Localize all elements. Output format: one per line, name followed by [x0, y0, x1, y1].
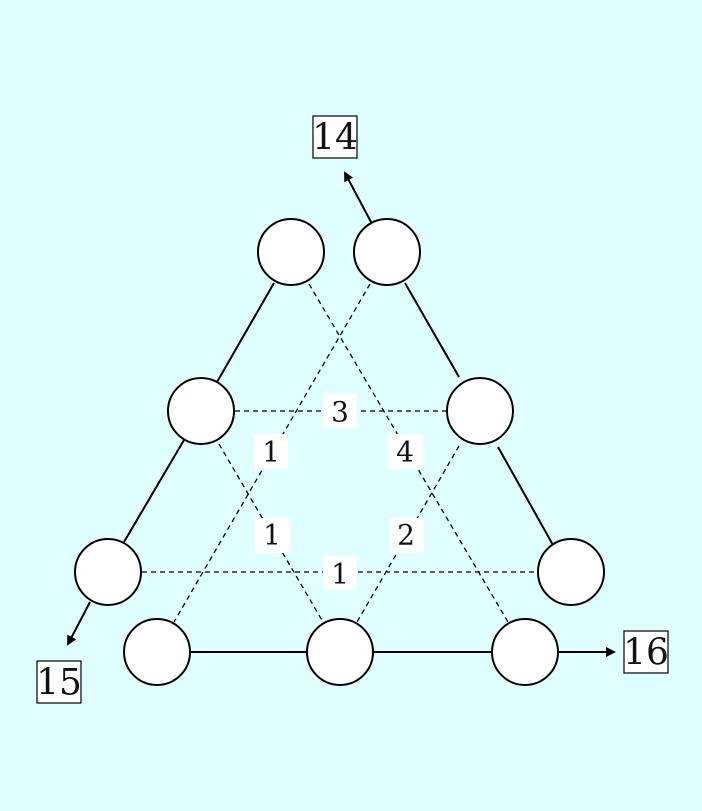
- edge-label-right-lower-diagonal: 2: [390, 518, 424, 553]
- edge-label-upper-horizontal: 3: [323, 394, 357, 429]
- output-box-top: 14: [312, 115, 358, 159]
- svg-text:1: 1: [262, 436, 280, 469]
- empty-node-circle[interactable]: [167, 377, 235, 445]
- empty-node-circle[interactable]: [446, 377, 514, 445]
- output-box-right: 16: [623, 630, 669, 674]
- dashed-edge-a-i: [308, 283, 509, 623]
- svg-text:3: 3: [331, 396, 349, 429]
- empty-node-circle[interactable]: [123, 618, 191, 686]
- empty-node-circle[interactable]: [74, 538, 142, 606]
- svg-text:4: 4: [396, 436, 414, 469]
- svg-text:14: 14: [312, 118, 358, 159]
- svg-text:16: 16: [623, 633, 669, 674]
- arrow-to-bottom-left-output: [67, 601, 91, 646]
- empty-node-circle[interactable]: [257, 218, 325, 286]
- dashed-edge-b-g: [173, 283, 371, 623]
- empty-node-circle[interactable]: [306, 618, 374, 686]
- edge-left-mid: [123, 439, 185, 543]
- output-box-bottom-left: 15: [36, 660, 82, 704]
- arrow-to-top-output: [344, 171, 372, 223]
- svg-text:15: 15: [36, 663, 82, 704]
- svg-text:1: 1: [263, 519, 281, 552]
- edge-label-left-upper-diagonal: 1: [254, 434, 288, 469]
- edge-label-left-lower-diagonal: 1: [255, 518, 290, 553]
- empty-node-circle[interactable]: [353, 218, 421, 286]
- edge-left-top: [216, 282, 275, 383]
- edge-right-mid: [497, 446, 554, 546]
- svg-text:1: 1: [331, 558, 349, 591]
- edge-right-top: [404, 282, 460, 378]
- svg-text:2: 2: [397, 519, 415, 552]
- edge-label-lower-horizontal: 1: [323, 556, 357, 591]
- empty-node-circle[interactable]: [491, 618, 559, 686]
- empty-node-circle[interactable]: [537, 538, 605, 606]
- edge-label-right-upper-diagonal: 4: [388, 434, 423, 469]
